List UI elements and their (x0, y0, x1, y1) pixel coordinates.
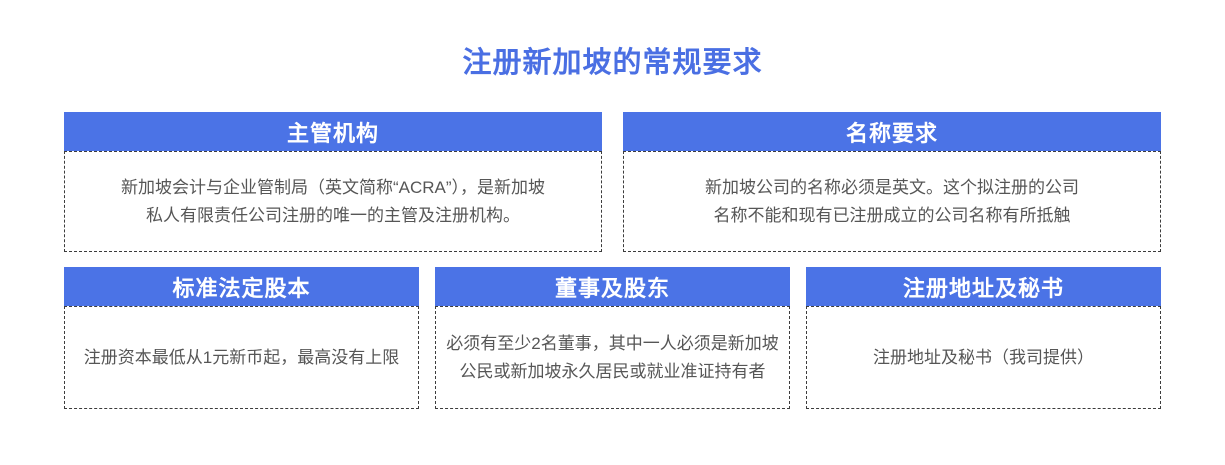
card-body-name-requirements: 新加坡公司的名称必须是英文。这个拟注册的公司 名称不能和现有已注册成立的公司名称… (623, 151, 1161, 252)
card-grid: 主管机构 新加坡会计与企业管制局（英文简称“ACRA”），是新加坡 私人有限责任… (64, 112, 1161, 409)
card-body-directors-shareholders: 必须有至少2名董事，其中一人必须是新加坡 公民或新加坡永久居民或就业准证持有者 (435, 306, 790, 409)
row-top: 主管机构 新加坡会计与企业管制局（英文简称“ACRA”），是新加坡 私人有限责任… (64, 112, 1161, 252)
page-title: 注册新加坡的常规要求 (462, 47, 763, 79)
card-registered-address-secretary: 注册地址及秘书 注册地址及秘书（我司提供） (806, 267, 1161, 409)
card-supervising-authority: 主管机构 新加坡会计与企业管制局（英文简称“ACRA”），是新加坡 私人有限责任… (64, 112, 602, 252)
card-directors-shareholders: 董事及股东 必须有至少2名董事，其中一人必须是新加坡 公民或新加坡永久居民或就业… (435, 267, 790, 409)
card-body-authorized-capital: 注册资本最低从1元新币起，最高没有上限 (64, 306, 419, 409)
card-header-registered-address-secretary: 注册地址及秘书 (806, 267, 1161, 306)
card-body-supervising-authority: 新加坡会计与企业管制局（英文简称“ACRA”），是新加坡 私人有限责任公司注册的… (64, 151, 602, 252)
card-text-authorized-capital: 注册资本最低从1元新币起，最高没有上限 (83, 347, 400, 367)
card-text-directors-shareholders: 必须有至少2名董事，其中一人必须是新加坡 公民或新加坡永久居民或就业准证持有者 (446, 333, 779, 381)
card-header-supervising-authority: 主管机构 (64, 112, 602, 151)
card-header-directors-shareholders: 董事及股东 (435, 267, 790, 306)
card-body-registered-address-secretary: 注册地址及秘书（我司提供） (806, 306, 1161, 409)
row-bottom: 标准法定股本 注册资本最低从1元新币起，最高没有上限 董事及股东 必须有至少2名… (64, 267, 1161, 409)
card-header-authorized-capital: 标准法定股本 (64, 267, 419, 306)
card-name-requirements: 名称要求 新加坡公司的名称必须是英文。这个拟注册的公司 名称不能和现有已注册成立… (623, 112, 1161, 252)
card-text-name-requirements: 新加坡公司的名称必须是英文。这个拟注册的公司 名称不能和现有已注册成立的公司名称… (705, 177, 1079, 225)
card-text-registered-address-secretary: 注册地址及秘书（我司提供） (873, 347, 1094, 367)
card-header-name-requirements: 名称要求 (623, 112, 1161, 151)
card-text-supervising-authority: 新加坡会计与企业管制局（英文简称“ACRA”），是新加坡 私人有限责任公司注册的… (120, 177, 546, 225)
card-authorized-capital: 标准法定股本 注册资本最低从1元新币起，最高没有上限 (64, 267, 419, 409)
